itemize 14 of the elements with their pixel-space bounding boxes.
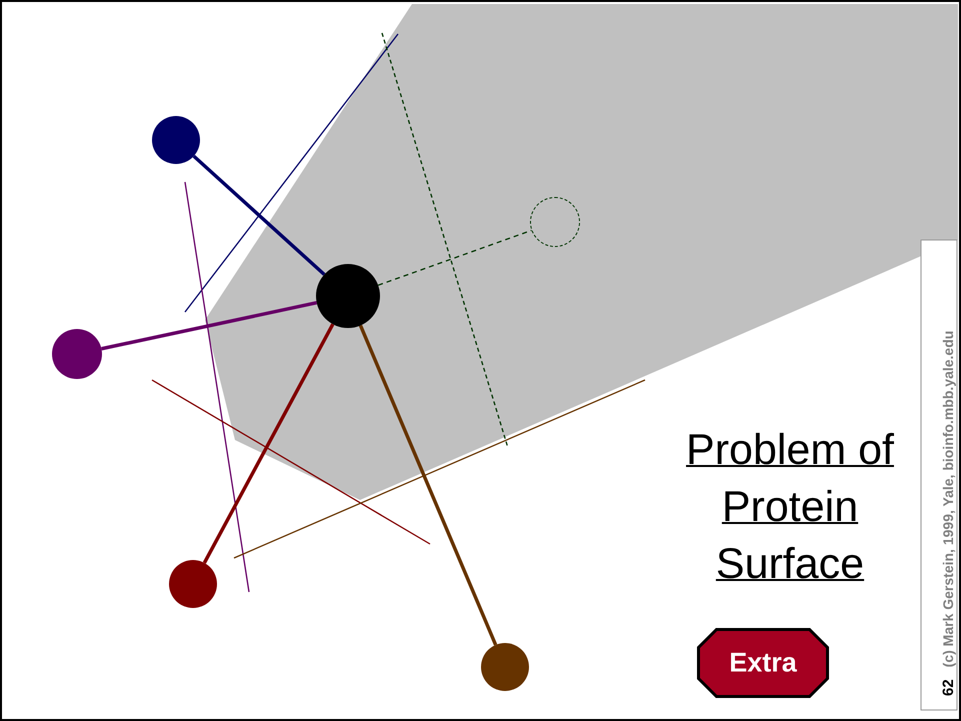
connector-line	[202, 323, 334, 564]
connector-line	[101, 300, 318, 350]
connector-line	[378, 230, 532, 286]
atom-circle	[169, 560, 217, 608]
page-number: 62	[940, 679, 957, 696]
extra-octagon: Extra	[697, 628, 829, 698]
atom-circle	[152, 116, 200, 164]
dashed-atom-circle	[530, 197, 580, 247]
slide-title: Problem of Protein Surface	[685, 425, 895, 590]
connector-line	[192, 154, 326, 276]
connector-line	[358, 324, 498, 646]
copyright-note: (c) Mark Gerstein, 1999, Yale, bioinfo.mbb.yale.edu	[940, 330, 956, 668]
atom-circle	[52, 329, 102, 379]
atom-circle	[481, 643, 529, 691]
